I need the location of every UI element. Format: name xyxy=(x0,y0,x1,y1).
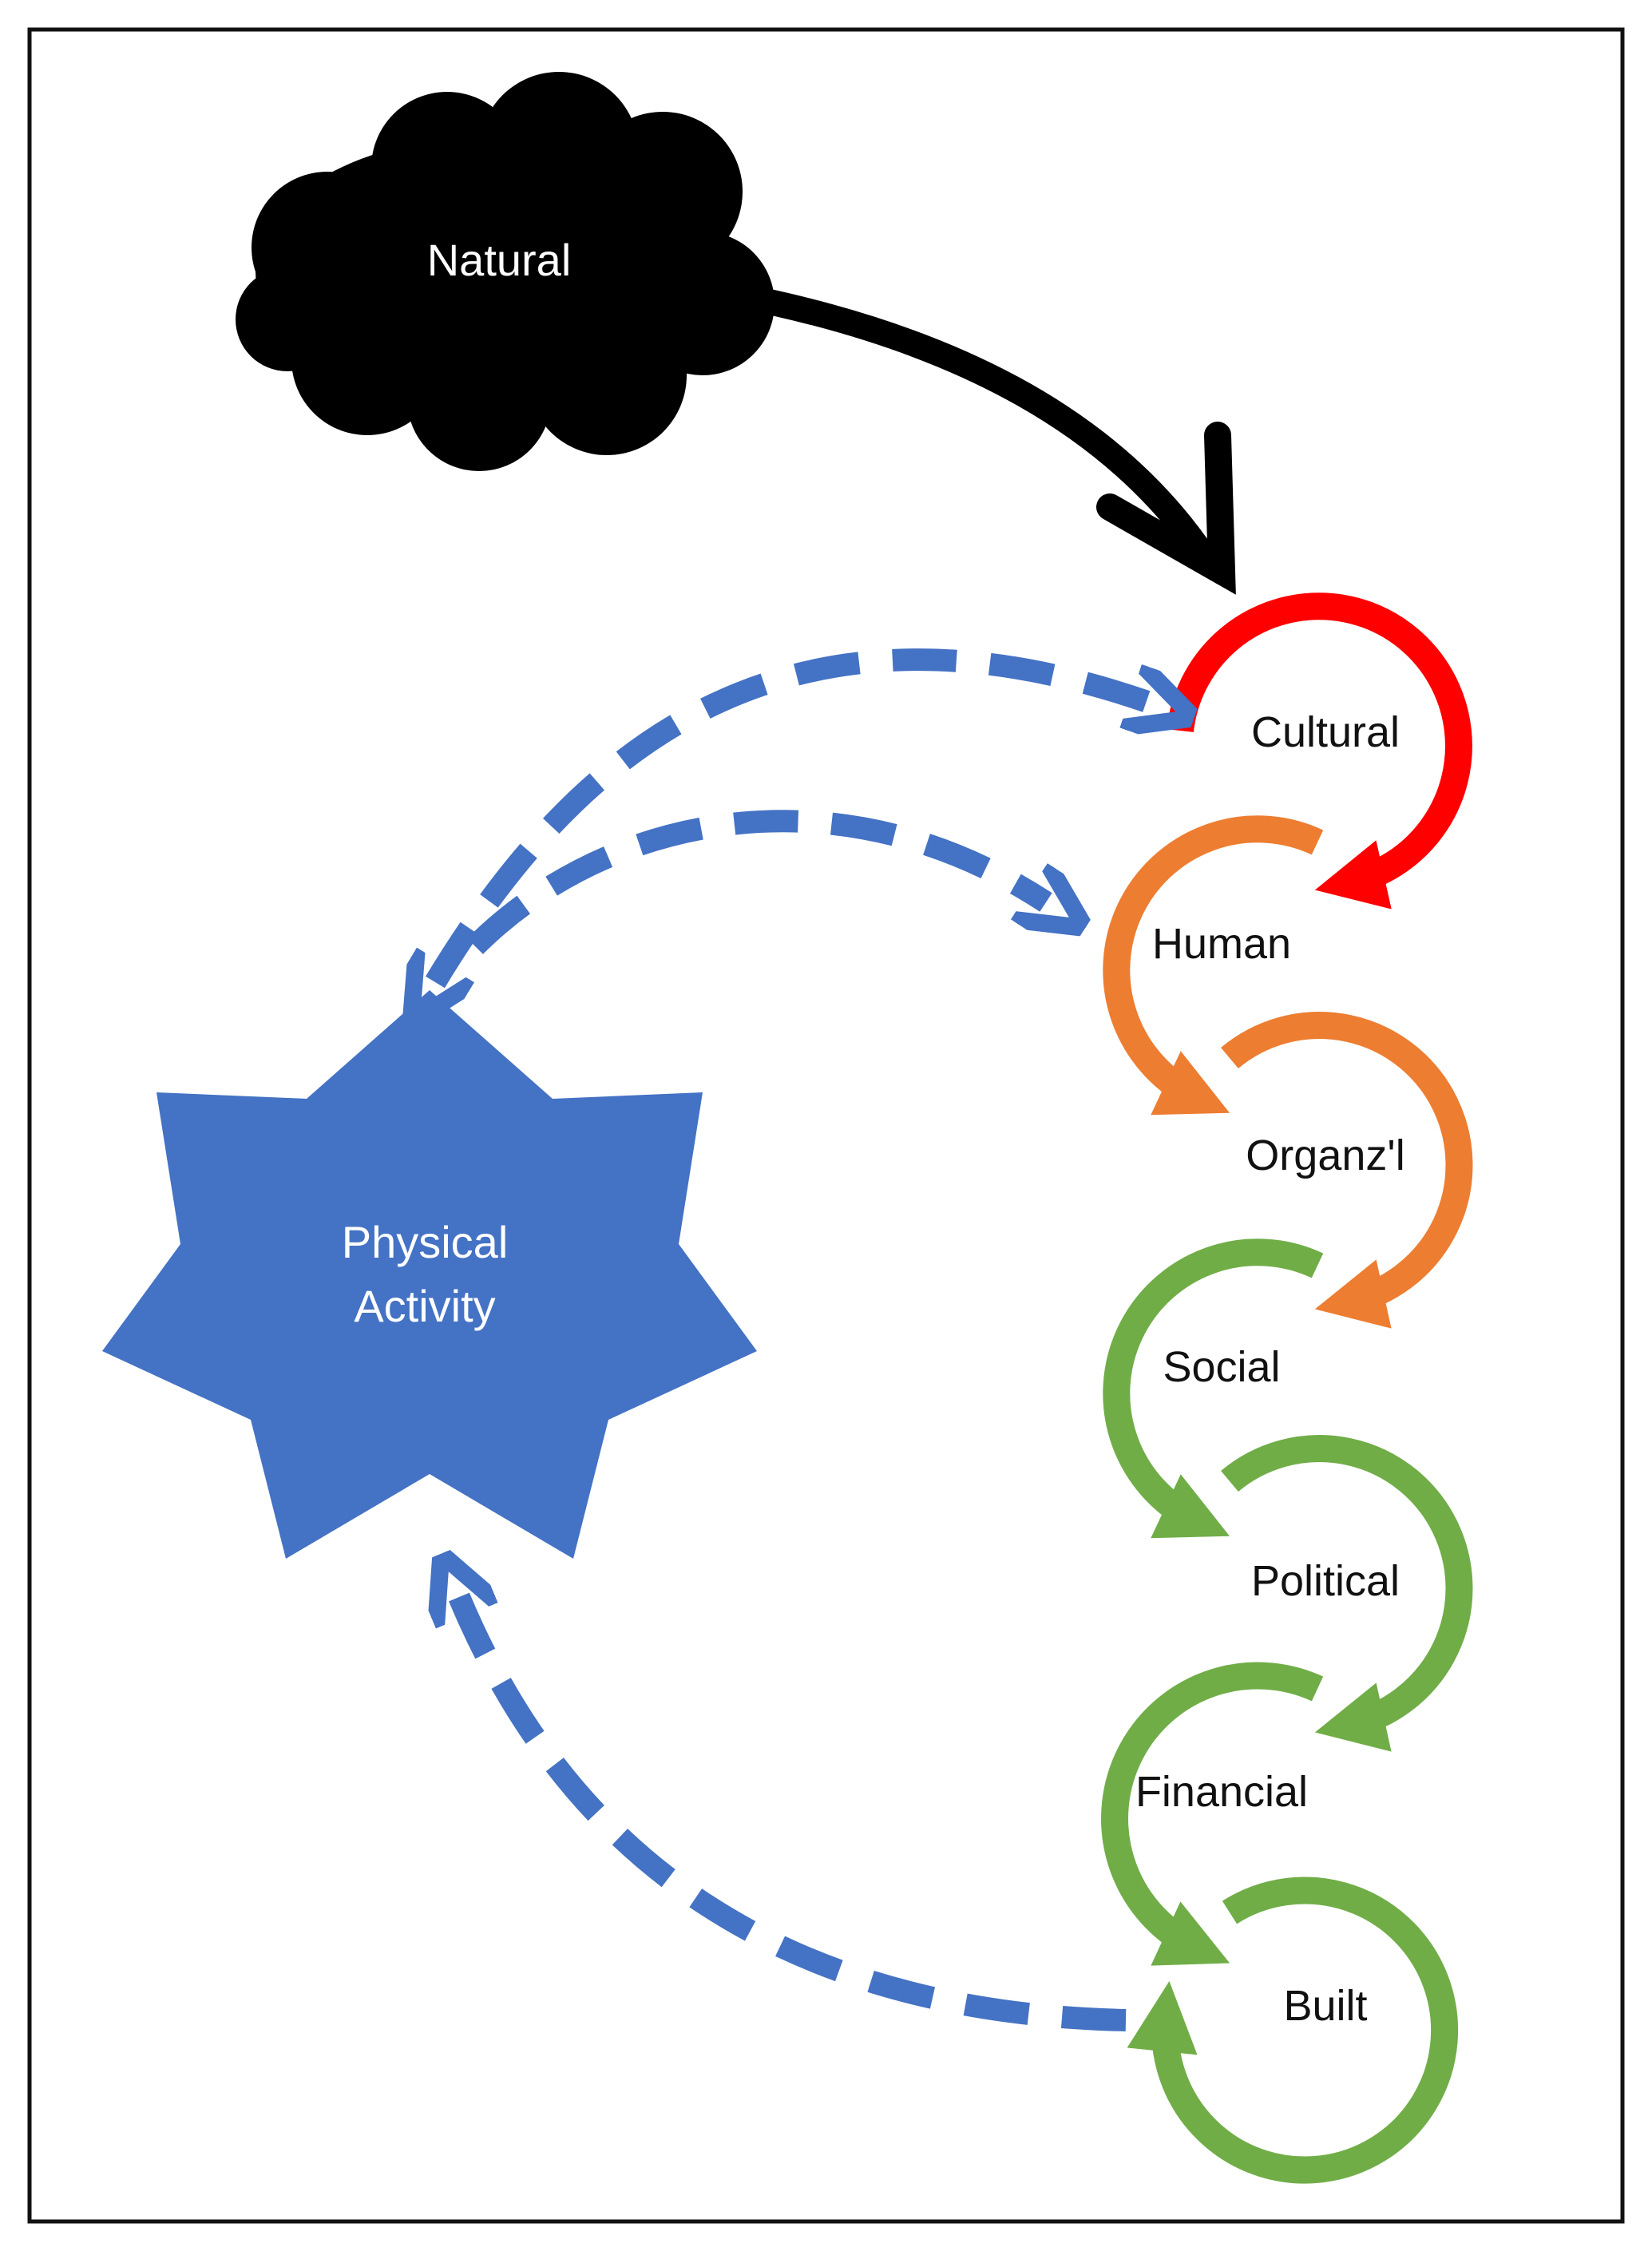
political-cycle-arrow xyxy=(1221,1435,1473,1752)
cultural-cycle-arrow xyxy=(1167,592,1472,910)
capital-label-built: Built xyxy=(1283,1982,1367,2030)
organizational-cycle-arrow xyxy=(1221,1012,1473,1329)
physical-activity-label-line2: Activity xyxy=(354,1281,495,1331)
capital-label-social: Social xyxy=(1163,1343,1280,1391)
physical-activity-label-line1: Physical xyxy=(342,1217,509,1267)
physical-activity-star: Physical Activity xyxy=(102,990,757,1559)
pa-cultural-link xyxy=(435,648,1150,982)
natural-cloud: Natural xyxy=(236,72,774,471)
capital-label-financial: Financial xyxy=(1135,1768,1308,1816)
natural-label: Natural xyxy=(427,235,572,285)
capital-label-cultural: Cultural xyxy=(1251,708,1400,756)
natural-arrow xyxy=(726,283,1218,572)
built-pa-link xyxy=(459,1597,1127,2031)
natural-arrow-head xyxy=(1096,422,1236,595)
financial-cycle-arrow xyxy=(1101,1662,1324,1966)
social-cycle-arrow xyxy=(1103,1238,1324,1539)
built-cycle-arrow xyxy=(1127,1877,1459,2184)
pa-human-link xyxy=(467,810,1046,954)
capital-label-political: Political xyxy=(1251,1557,1400,1605)
capital-label-human: Human xyxy=(1152,920,1291,968)
capital-label-organizational: Organz'l xyxy=(1246,1131,1404,1179)
